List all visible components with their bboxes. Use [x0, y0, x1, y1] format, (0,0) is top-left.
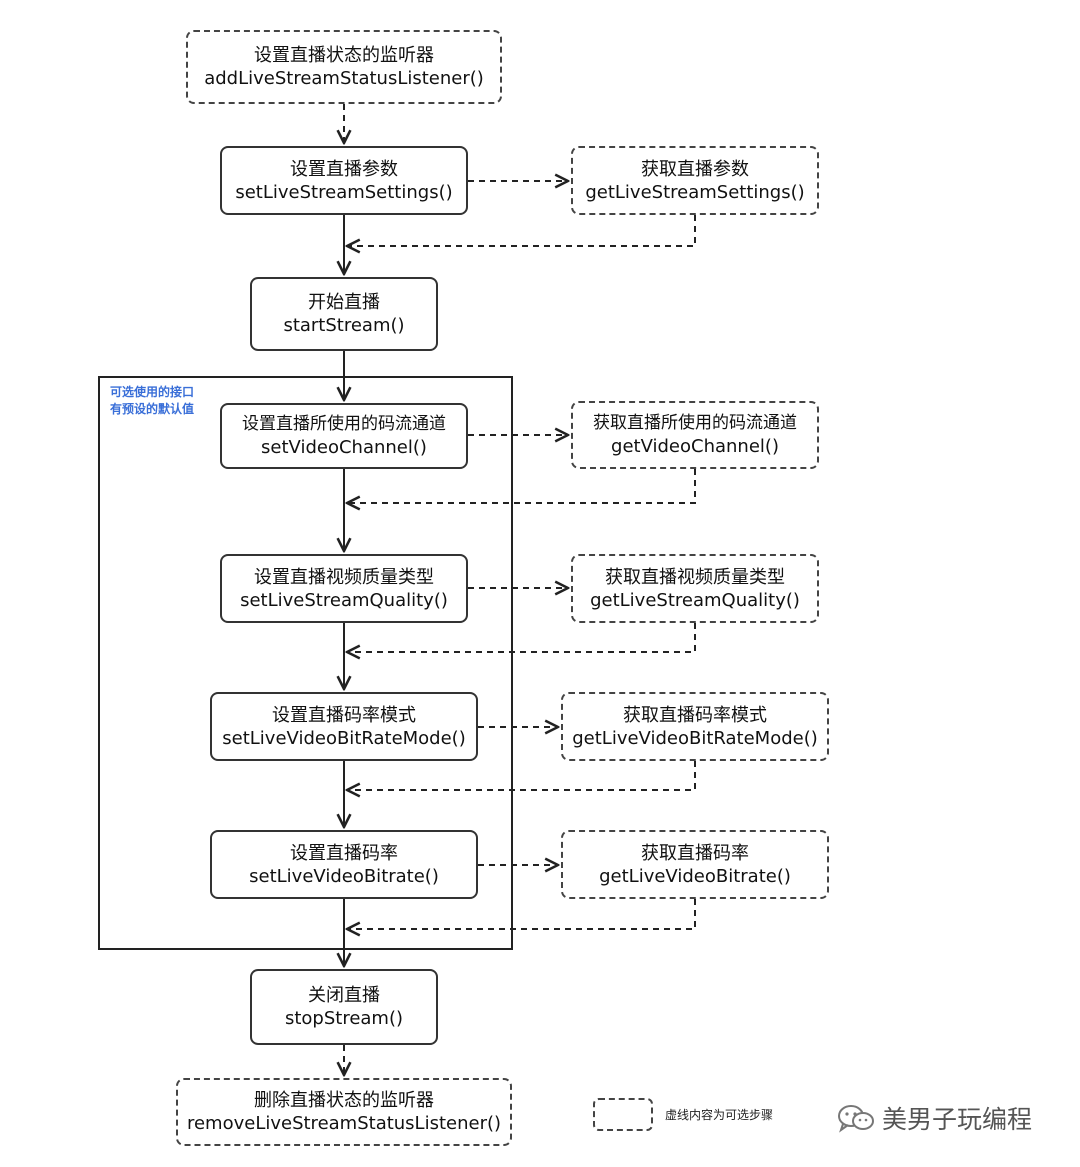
node-add-listener: 设置直播状态的监听器 addLiveStreamStatusListener(): [186, 30, 502, 104]
node-set-bitrate-mode-label: 设置直播码率模式: [272, 704, 416, 726]
optional-interfaces-group: [98, 376, 513, 950]
node-start-stream-api: startStream(): [283, 315, 405, 336]
node-start-stream-label: 开始直播: [308, 292, 380, 313]
node-set-quality-api: setLiveStreamQuality(): [240, 589, 448, 611]
node-get-channel: 获取直播所使用的码流通道 getVideoChannel(): [571, 401, 819, 469]
wechat-icon: [838, 1105, 874, 1133]
node-add-listener-label: 设置直播状态的监听器: [254, 45, 434, 66]
node-get-bitrate-mode-label: 获取直播码率模式: [623, 704, 767, 726]
node-get-quality-api: getLiveStreamQuality(): [590, 589, 800, 611]
node-set-settings-api: setLiveStreamSettings(): [235, 181, 453, 203]
node-set-settings-label: 设置直播参数: [290, 158, 398, 180]
node-stop-stream: 关闭直播 stopStream(): [250, 969, 438, 1045]
node-set-bitrate-label: 设置直播码率: [290, 842, 398, 864]
node-set-channel-label: 设置直播所使用的码流通道: [242, 414, 446, 434]
node-get-bitrate-mode-api: getLiveVideoBitRateMode(): [572, 727, 818, 749]
node-set-bitrate-api: setLiveVideoBitrate(): [249, 865, 439, 887]
return-from-get-settings: [347, 215, 696, 246]
node-set-bitrate-mode: 设置直播码率模式 setLiveVideoBitRateMode(): [210, 692, 478, 761]
node-get-bitrate: 获取直播码率 getLiveVideoBitrate(): [561, 830, 829, 899]
node-set-channel: 设置直播所使用的码流通道 setVideoChannel(): [220, 403, 468, 469]
node-remove-listener-api: removeLiveStreamStatusListener(): [186, 1113, 502, 1134]
legend-text: 虚线内容为可选步骤: [665, 1108, 774, 1122]
node-set-bitrate: 设置直播码率 setLiveVideoBitrate(): [210, 830, 478, 899]
node-get-quality: 获取直播视频质量类型 getLiveStreamQuality(): [571, 554, 819, 623]
node-get-channel-api: getVideoChannel(): [611, 436, 779, 457]
node-get-settings-label: 获取直播参数: [641, 158, 749, 180]
node-get-settings: 获取直播参数 getLiveStreamSettings(): [571, 146, 819, 215]
node-get-channel-label: 获取直播所使用的码流通道: [593, 413, 797, 433]
node-get-settings-api: getLiveStreamSettings(): [585, 181, 805, 203]
node-get-quality-label: 获取直播视频质量类型: [605, 566, 785, 588]
watermark-text: 美男子玩编程: [882, 1105, 1033, 1134]
node-remove-listener: 删除直播状态的监听器 removeLiveStreamStatusListene…: [176, 1078, 512, 1146]
node-set-channel-api: setVideoChannel(): [261, 437, 427, 458]
watermark: 美男子玩编程: [836, 1100, 1032, 1136]
node-add-listener-api: addLiveStreamStatusListener(): [204, 68, 484, 89]
legend-dashed-sample: [593, 1098, 653, 1131]
return-from-get-channel: [347, 469, 696, 503]
node-get-bitrate-label: 获取直播码率: [641, 842, 749, 864]
optional-group-note: 可选使用的接口 有预设的默认值: [110, 384, 194, 418]
node-set-quality-label: 设置直播视频质量类型: [254, 566, 434, 588]
node-stop-stream-api: stopStream(): [284, 1008, 404, 1029]
node-set-bitrate-mode-api: setLiveVideoBitRateMode(): [222, 727, 466, 749]
node-set-quality: 设置直播视频质量类型 setLiveStreamQuality(): [220, 554, 468, 623]
optional-group-note-line2: 有预设的默认值: [110, 402, 195, 416]
node-stop-stream-label: 关闭直播: [308, 985, 380, 1006]
node-set-settings: 设置直播参数 setLiveStreamSettings(): [220, 146, 468, 215]
node-get-bitrate-mode: 获取直播码率模式 getLiveVideoBitRateMode(): [561, 692, 829, 761]
node-remove-listener-label: 删除直播状态的监听器: [254, 1090, 434, 1111]
node-start-stream: 开始直播 startStream(): [250, 277, 438, 351]
node-get-bitrate-api: getLiveVideoBitrate(): [599, 865, 791, 887]
optional-group-note-line1: 可选使用的接口: [110, 385, 195, 399]
